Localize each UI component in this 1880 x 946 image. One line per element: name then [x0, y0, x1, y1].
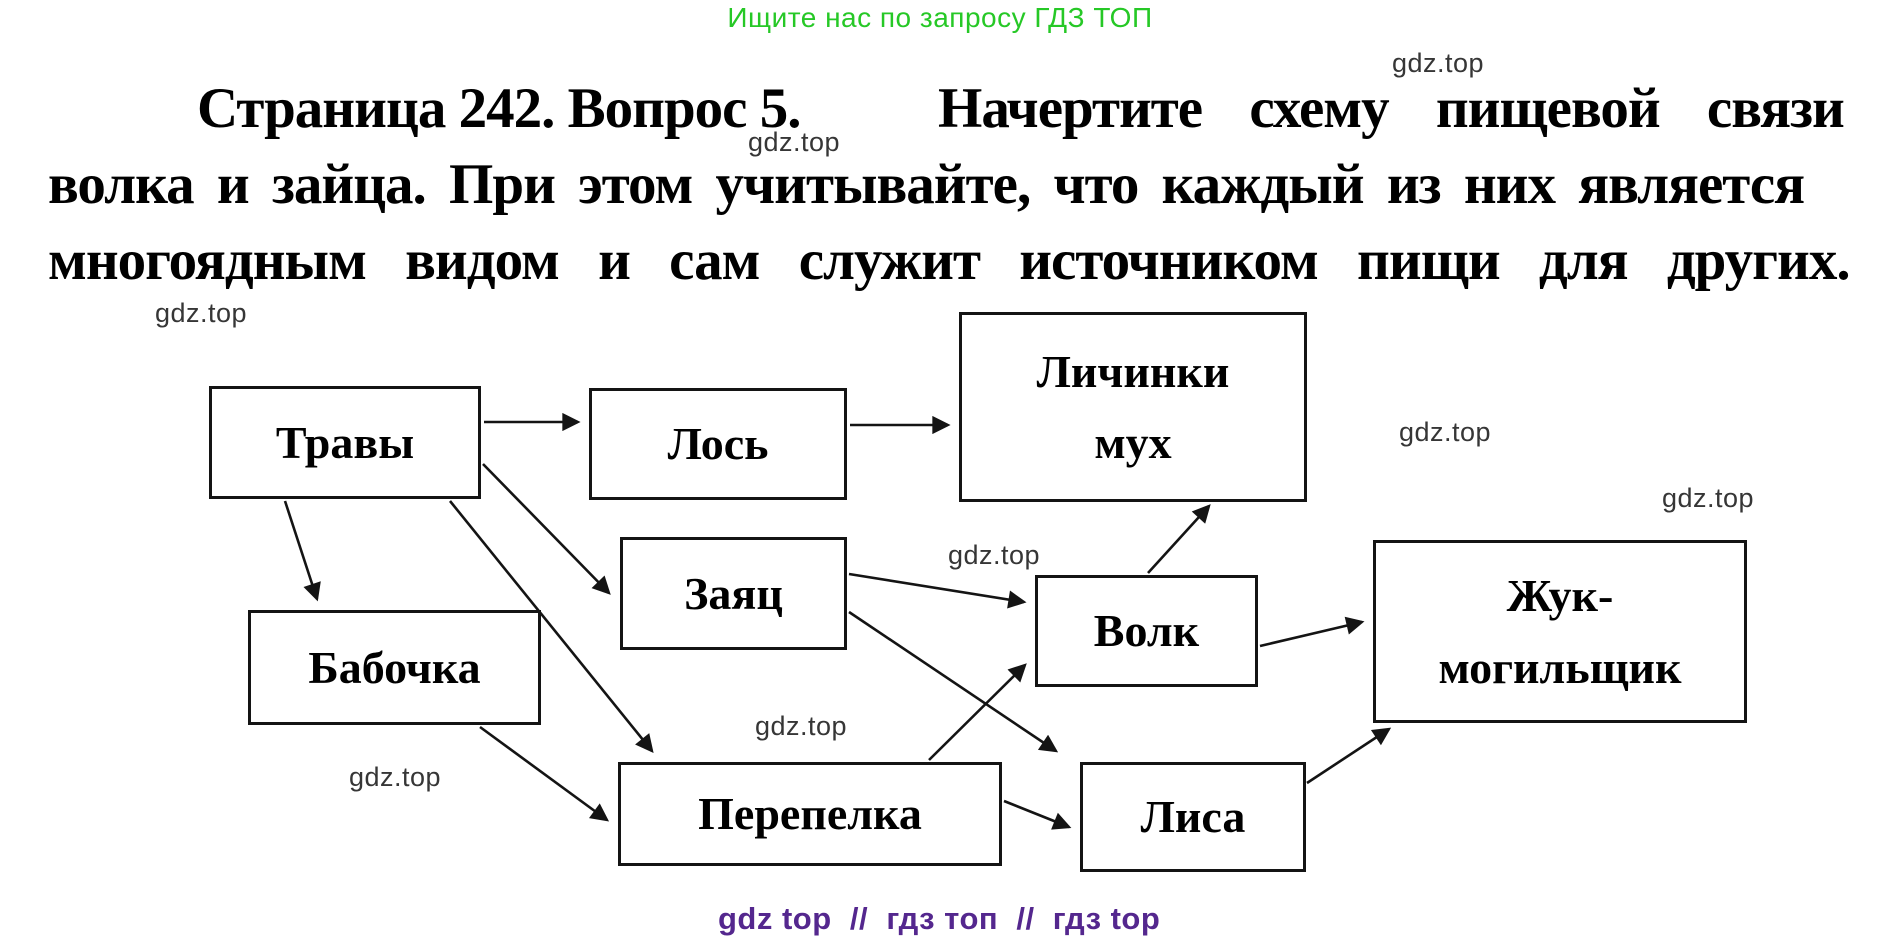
arrow-Перепелка-Волк	[928, 663, 1027, 761]
arrow-Заяц-Лиса	[848, 610, 1059, 753]
heading-page-question: Страница 242. Вопрос 5.	[197, 77, 801, 140]
heading-task-line-2: волка и зайца. При этом учитывайте, что …	[48, 153, 1805, 216]
arrow-Травы-Заяц	[482, 463, 611, 595]
arrow-Волк-Жук-могильщик	[1259, 616, 1365, 648]
gdz-watermark: gdz.top	[1392, 48, 1485, 78]
heading-task-line-3: многоядным видом и сам служит источником…	[48, 229, 1851, 292]
promo-banner: Ищите нас по запросу ГДЗ ТОП	[727, 2, 1153, 33]
heading-task-line-1: Начертите схему пищевой связи	[938, 77, 1845, 140]
node-zhuk-mogilshchik: Жук- могильщик	[1373, 540, 1747, 723]
gdz-watermark: gdz.top	[748, 127, 841, 157]
gdz-watermark: gdz.top	[1662, 483, 1755, 513]
gdz-watermark: gdz.top	[155, 298, 248, 328]
footer-watermark: gdz top // гдз топ // гдз top	[718, 901, 1161, 936]
arrow-Перепелка-Лиса	[1003, 799, 1072, 830]
node-lisa: Лиса	[1080, 762, 1306, 872]
arrow-Лиса-Жук-могильщик	[1306, 727, 1392, 785]
gdz-watermark: gdz.top	[755, 711, 848, 741]
node-zayats: Заяц	[620, 537, 847, 650]
node-babochka: Бабочка	[248, 610, 541, 725]
node-perepelka: Перепелка	[618, 762, 1002, 866]
gdz-watermark: gdz.top	[948, 540, 1041, 570]
arrow-Травы-Бабочка	[283, 500, 321, 602]
arrow-Бабочка-Перепелка	[479, 725, 610, 822]
arrow-Заяц-Волк	[848, 572, 1027, 609]
node-travy: Травы	[209, 386, 481, 499]
node-lichinki-mukh: Личинки мух	[959, 312, 1307, 502]
gdz-watermark: gdz.top	[1399, 417, 1492, 447]
node-los: Лось	[589, 388, 847, 500]
node-volk: Волк	[1035, 575, 1258, 687]
gdz-watermark: gdz.top	[349, 762, 442, 792]
arrow-Волк-Личинки мух	[1147, 504, 1211, 574]
arrow-Травы-Перепелка	[448, 500, 654, 753]
